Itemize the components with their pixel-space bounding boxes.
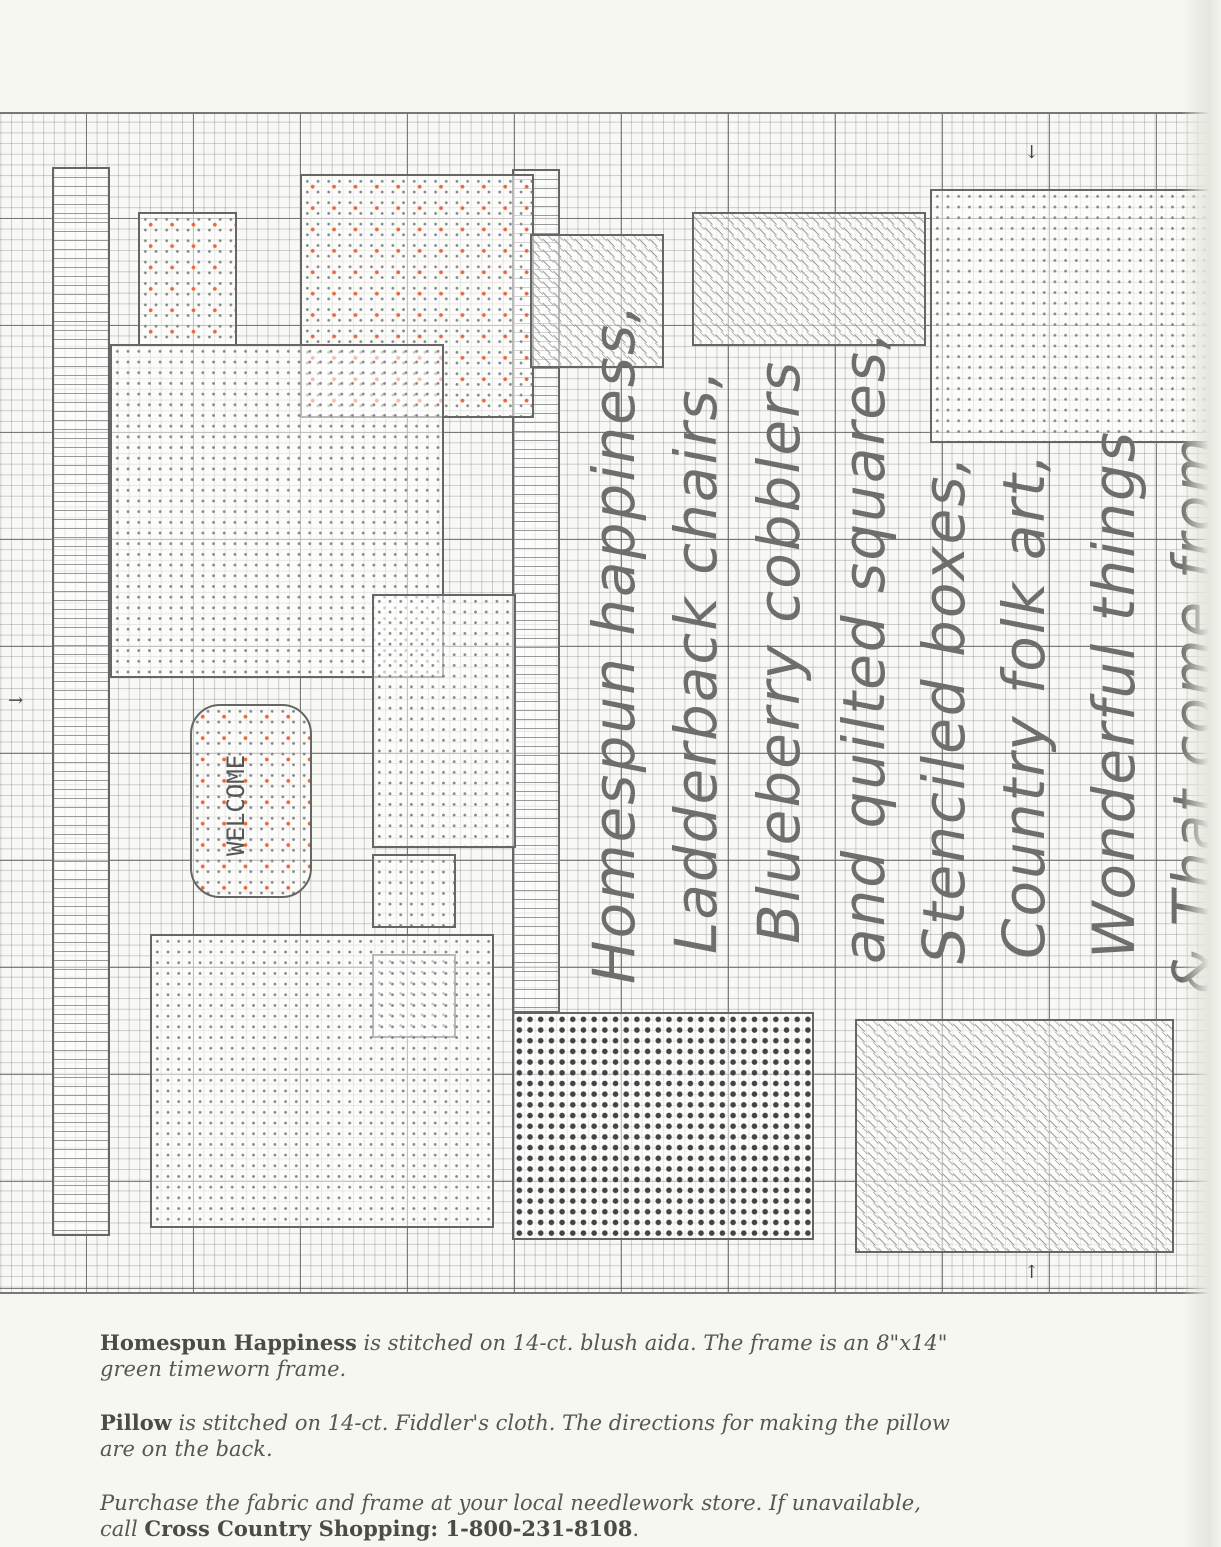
cross-stitch-chart: WELCOME Homespun happiness, Ladderback c… [0, 112, 1221, 1294]
center-arrow-left-icon: → [8, 690, 24, 711]
house-motif [692, 212, 926, 346]
flower-motif-1 [372, 854, 456, 928]
checkered-block-motif [512, 1012, 814, 1240]
page-binding-shadow [1181, 0, 1221, 1547]
caption-purchase-text: Purchase the fabric and frame at your lo… [100, 1491, 921, 1541]
heart-motif [138, 212, 237, 346]
verse-line-5: Stenciled boxes, [910, 453, 978, 964]
caption-pillow-text: is stitched on 14-ct. Fiddler's cloth. T… [100, 1411, 950, 1461]
verse-line-4: and quilted squares, [830, 329, 898, 964]
verse-line-3: Blueberry cobblers [745, 359, 813, 944]
caption-pillow: Pillow is stitched on 14-ct. Fiddler's c… [100, 1410, 960, 1462]
welcome-label: WELCOME [222, 754, 250, 856]
teapot-motif [372, 594, 516, 848]
rooster-tail-motif [530, 234, 664, 368]
verse-line-1: Homespun happiness, [580, 302, 648, 984]
clock-cabinet-motif [855, 1019, 1174, 1253]
caption-homespun-title: Homespun Happiness [100, 1330, 357, 1355]
caption-purchase-contact: Cross Country Shopping: 1-800-231-8108 [144, 1516, 633, 1541]
verse-line-7: Wonderful things [1080, 429, 1148, 959]
caption-purchase: Purchase the fabric and frame at your lo… [100, 1490, 960, 1542]
cabinet-motif [930, 189, 1221, 443]
caption-homespun-text: is stitched on 14-ct. blush aida. The fr… [100, 1331, 948, 1381]
caption-homespun: Homespun Happiness is stitched on 14-ct.… [100, 1330, 960, 1382]
verse-line-2: Ladderback chairs, [662, 367, 730, 954]
verse-line-6: Country folk art, [990, 451, 1058, 959]
caption-pillow-title: Pillow [100, 1410, 172, 1435]
welcome-sign-motif: WELCOME [190, 704, 312, 898]
left-border-strip [52, 167, 110, 1236]
center-arrow-top-icon: ↓ [1024, 142, 1040, 163]
chicken-motif [150, 934, 494, 1228]
caption-purchase-end: . [632, 1517, 640, 1541]
center-arrow-bottom-icon: ↑ [1024, 1262, 1040, 1283]
